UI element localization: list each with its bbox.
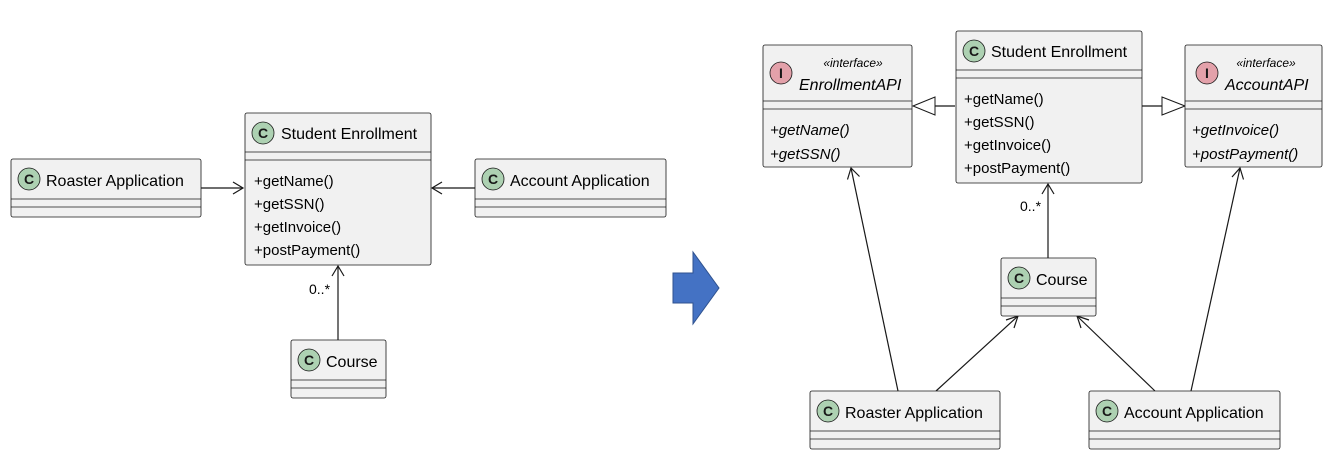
left-course-class[interactable]: C Course [290,339,387,399]
right-roaster-application-class[interactable]: C Roaster Application [809,390,1001,450]
right-student-enrollment-title: Student Enrollment [991,44,1128,61]
right-course-class[interactable]: C Course [1000,257,1097,317]
right-course-title: Course [1036,272,1088,289]
class-badge-letter: C [1102,403,1112,419]
enrollmentapi-method: +getName() [770,122,850,139]
class-badge-letter: C [823,403,833,419]
right-enrollment-method: +getInvoice() [964,137,1051,154]
interface-badge-icon [1195,61,1219,85]
right-accountapi-interface[interactable]: I «interface» AccountAPI +getInvoice() +… [1184,44,1323,168]
right-course-multiplicity: 0..* [1020,198,1042,214]
left-enrollment-method: +getInvoice() [254,219,341,236]
left-student-enrollment-class[interactable]: C Student Enrollment +getName() +getSSN(… [244,112,432,266]
class-badge-icon [17,167,41,191]
left-account-application-class[interactable]: C Account Application [474,158,667,218]
right-realization-arrow-enrollmentapi [911,96,936,116]
left-enrollment-method: +postPayment() [254,242,360,259]
class-badge-letter: C [969,43,979,59]
interface-badge-letter: I [779,65,783,81]
right-account-application-title: Account Application [1124,405,1264,422]
right-arrowhead-course [1041,182,1055,195]
left-course-multiplicity: 0..* [309,281,331,297]
accountapi-method: +getInvoice() [1192,122,1279,139]
right-edge-roaster-to-course [935,315,1019,392]
class-badge-letter: C [304,352,314,368]
class-badge-icon [1007,266,1031,290]
class-badge-icon [251,121,275,145]
right-edge-account-to-accountapi [1190,167,1241,392]
right-enrollment-method: +getSSN() [964,114,1034,131]
right-arrowhead-account-api [1231,166,1245,180]
right-edge-roaster-to-enrollmentapi [850,167,899,392]
class-badge-letter: C [258,125,268,141]
left-arrowhead-roaster [232,181,245,195]
refactor-arrow-icon [672,250,720,326]
class-badge-letter: C [1014,270,1024,286]
right-enrollmentapi-interface[interactable]: I «interface» EnrollmentAPI +getName() +… [762,44,913,168]
right-edge-account-to-course [1076,315,1156,392]
left-student-enrollment-title: Student Enrollment [281,126,418,143]
class-badge-icon [481,167,505,191]
accountapi-stereotype: «interface» [1236,56,1296,70]
enrollmentapi-title: EnrollmentAPI [799,77,902,94]
left-enrollment-method: +getSSN() [254,196,324,213]
class-badge-icon [1095,399,1119,423]
interface-badge-icon [769,61,793,85]
right-enrollment-method: +postPayment() [964,160,1070,177]
class-badge-icon [962,39,986,63]
right-realization-arrow-accountapi [1161,96,1187,116]
right-enrollment-method: +getName() [964,91,1044,108]
left-roaster-application-title: Roaster Application [46,173,184,190]
class-badge-letter: C [24,171,34,187]
class-badge-icon [297,348,321,372]
right-arrowhead-roaster-api [846,166,860,180]
accountapi-method: +postPayment() [1192,146,1298,163]
left-account-application-title: Account Application [510,173,650,190]
class-badge-icon [816,399,840,423]
left-arrowhead-course [331,264,345,277]
left-course-title: Course [326,354,378,371]
class-badge-letter: C [488,171,498,187]
left-roaster-application-class[interactable]: C Roaster Application [10,158,202,218]
enrollmentapi-stereotype: «interface» [823,56,883,70]
left-enrollment-method: +getName() [254,173,334,190]
enrollmentapi-method: +getSSN() [770,146,840,163]
left-diagram: 0..* C Student Enrollment +getName() +ge… [10,112,667,399]
interface-badge-letter: I [1205,65,1209,81]
right-student-enrollment-class[interactable]: C Student Enrollment +getName() +getSSN(… [955,30,1143,184]
right-account-application-class[interactable]: C Account Application [1088,390,1281,450]
left-arrowhead-account [430,181,443,195]
accountapi-title: AccountAPI [1224,77,1309,94]
right-roaster-application-title: Roaster Application [845,405,983,422]
right-diagram: 0..* I «interface» EnrollmentAPI +getNam… [762,30,1323,450]
